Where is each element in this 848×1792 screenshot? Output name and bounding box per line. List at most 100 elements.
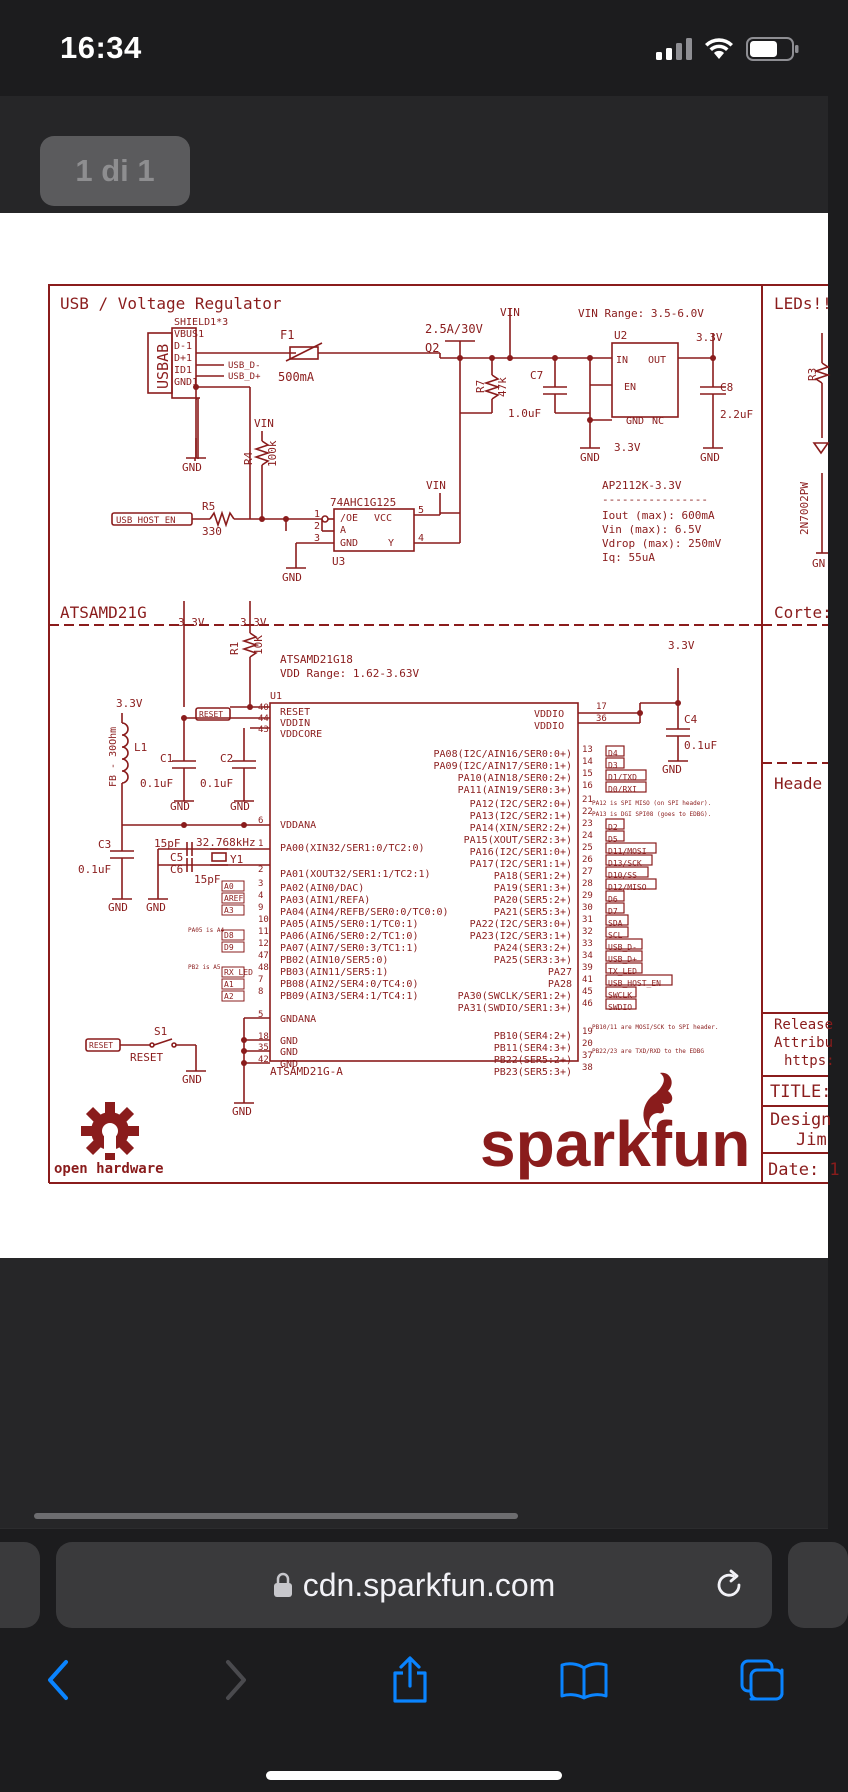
net-box — [221, 941, 245, 953]
section-header-title: Heade — [774, 774, 822, 793]
fuse-label: F1 — [280, 328, 294, 342]
right-pin-name: PA10(AIN18/SER0:2+) — [458, 773, 572, 784]
left-net-label: D9 — [224, 943, 234, 952]
left-pin-num: 40 — [258, 703, 269, 713]
design-label: Design — [770, 1110, 831, 1130]
sparkfun-text: sparkfun — [480, 1108, 750, 1180]
u3-pin: VCC — [374, 513, 392, 524]
u2-pin: NC — [652, 416, 664, 427]
back-button[interactable] — [28, 1650, 88, 1710]
right-net-label: D2 — [608, 823, 618, 832]
rail-3v3: 3.3V — [240, 616, 267, 629]
c6-label: C6 — [170, 863, 183, 876]
right-pin-name: PA22(I2C/SER3:0+) — [470, 919, 572, 930]
right-net-label: D1/TXD — [608, 773, 637, 782]
right-pin-num: 17 — [596, 702, 607, 712]
right-pin-num: 33 — [582, 939, 593, 949]
status-time: 16:34 — [60, 30, 142, 65]
gnd-label: GND — [108, 901, 128, 914]
left-pin-name: PA00(XIN32/SER1:0/TC2:0) — [280, 843, 425, 854]
right-pin-num: 32 — [582, 927, 593, 937]
right-pin-num: 19 — [582, 1027, 593, 1037]
vin-label: VIN — [426, 479, 446, 492]
c3-value: 0.1uF — [78, 863, 111, 876]
right-pin-name: PA21(SER5:3+) — [494, 907, 572, 918]
u3-label: U3 — [332, 555, 345, 568]
address-bar[interactable]: cdn.sparkfun.com — [56, 1542, 772, 1628]
reload-button[interactable] — [699, 1555, 759, 1615]
chevron-left-icon — [48, 1660, 68, 1700]
bookmarks-button[interactable] — [554, 1650, 614, 1710]
right-pin-num: 31 — [582, 915, 593, 925]
left-pin-num: 1 — [258, 839, 263, 849]
usb-connector-label: USBAB — [154, 344, 172, 389]
regulator-spec: Iout (max): 600mA — [602, 509, 715, 522]
u3-pin-num: 4 — [418, 533, 424, 544]
right-pin-name: PA09(I2C/AIN17/SER0:1+) — [434, 761, 572, 772]
left-pin-name: VDDCORE — [280, 729, 322, 740]
right-pin-name: PA13(I2C/SER2:1+) — [470, 811, 572, 822]
right-pin-num: 13 — [582, 745, 593, 755]
l1-value: FB - 30Ohm — [108, 727, 119, 787]
reload-icon — [717, 1569, 741, 1597]
right-net-label: D5 — [608, 835, 618, 844]
usb-pin: D-1 — [174, 341, 192, 352]
usb-pin: D+1 — [174, 353, 192, 364]
vin-label: VIN — [254, 417, 274, 430]
left-pin-num: 8 — [258, 987, 263, 997]
cap-15pf: 15pF — [154, 837, 181, 850]
tabs-button[interactable] — [732, 1650, 792, 1710]
left-net-label: A3 — [224, 906, 234, 915]
right-pin-num: 38 — [582, 1063, 593, 1073]
open-hardware-text: open hardware — [54, 1161, 164, 1177]
next-tab-preview[interactable] — [788, 1542, 848, 1628]
right-pin-name: VDDIO — [534, 709, 564, 720]
gnd-label: GND — [170, 800, 190, 813]
right-pin-num: 34 — [582, 951, 593, 961]
right-pin-name: PA19(SER1:3+) — [494, 883, 572, 894]
forward-button[interactable] — [206, 1650, 266, 1710]
viewer-bottom-area — [0, 1258, 828, 1528]
c3-label: C3 — [98, 838, 111, 851]
c2-label: C2 — [220, 752, 233, 765]
right-pin-num: 45 — [582, 987, 593, 997]
horizontal-scrollbar[interactable] — [34, 1513, 518, 1519]
designer-name: Jim — [796, 1130, 827, 1150]
gnd-label: GND — [580, 451, 600, 464]
c1-value: 0.1uF — [140, 777, 173, 790]
pdf-page[interactable]: USB / Voltage Regulator LEDs!! ATSAMD21G… — [0, 213, 840, 1258]
net-box — [221, 929, 245, 941]
c5-label: C5 — [170, 851, 183, 864]
gnd-label: GND — [700, 451, 720, 464]
right-pin-name: PB22(SER5:2+) — [494, 1055, 572, 1066]
book-icon — [560, 1662, 608, 1700]
s1-button-label: RESET — [130, 1051, 163, 1064]
cellular-signal-icon — [656, 38, 692, 60]
right-pin-num: 24 — [582, 831, 593, 841]
q2-label: Q2 — [425, 341, 439, 355]
left-net-label: RX_LED — [224, 968, 253, 977]
left-pin-num: 4 — [258, 891, 263, 901]
usb-pin: ID1 — [174, 365, 192, 376]
title-label: TITLE: — [770, 1082, 831, 1102]
u3-pin-num: 5 — [418, 505, 424, 516]
date-label: Date: 1 — [768, 1160, 840, 1180]
right-pin-name: PA27 — [548, 967, 572, 978]
left-pin-name: VDDANA — [280, 820, 316, 831]
previous-tab-preview[interactable] — [0, 1542, 40, 1628]
left-net-label: AREF — [224, 894, 243, 903]
left-pin-num: 48 — [258, 963, 269, 973]
share-button[interactable] — [380, 1650, 440, 1710]
c8-value: 2.2uF — [720, 408, 753, 421]
reset-net: RESET — [89, 1041, 113, 1050]
title-attrib: Attribu — [774, 1035, 833, 1051]
u2-pin: EN — [624, 382, 636, 393]
left-pin-name: GND — [280, 1036, 298, 1047]
right-net-label: SCL — [608, 931, 623, 940]
lock-icon — [273, 1572, 292, 1597]
battery-icon — [746, 37, 799, 61]
net-box — [221, 978, 245, 990]
right-net-label: D6 — [608, 895, 618, 904]
crystal-freq: 32.768kHz — [196, 836, 256, 849]
right-net-label: USB_D+ — [608, 955, 637, 964]
